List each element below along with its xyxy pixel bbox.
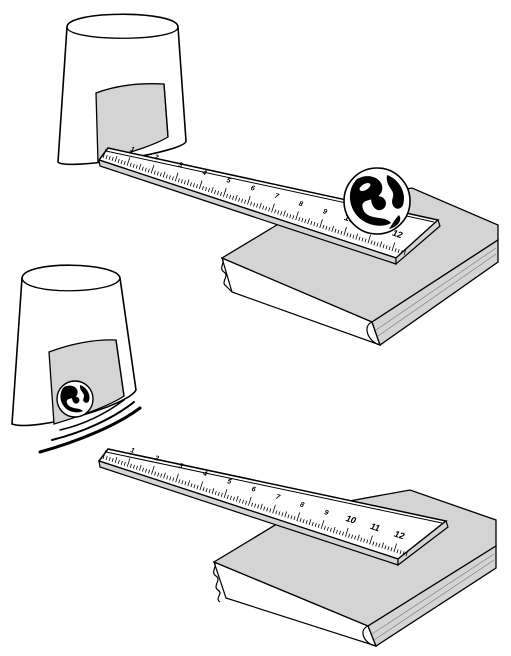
cup-top [58, 14, 186, 164]
scene-1: 123456789101112 [58, 14, 498, 345]
marble-icon [57, 381, 93, 417]
marble-icon [344, 168, 410, 234]
ruler-number: 1 [129, 447, 135, 455]
